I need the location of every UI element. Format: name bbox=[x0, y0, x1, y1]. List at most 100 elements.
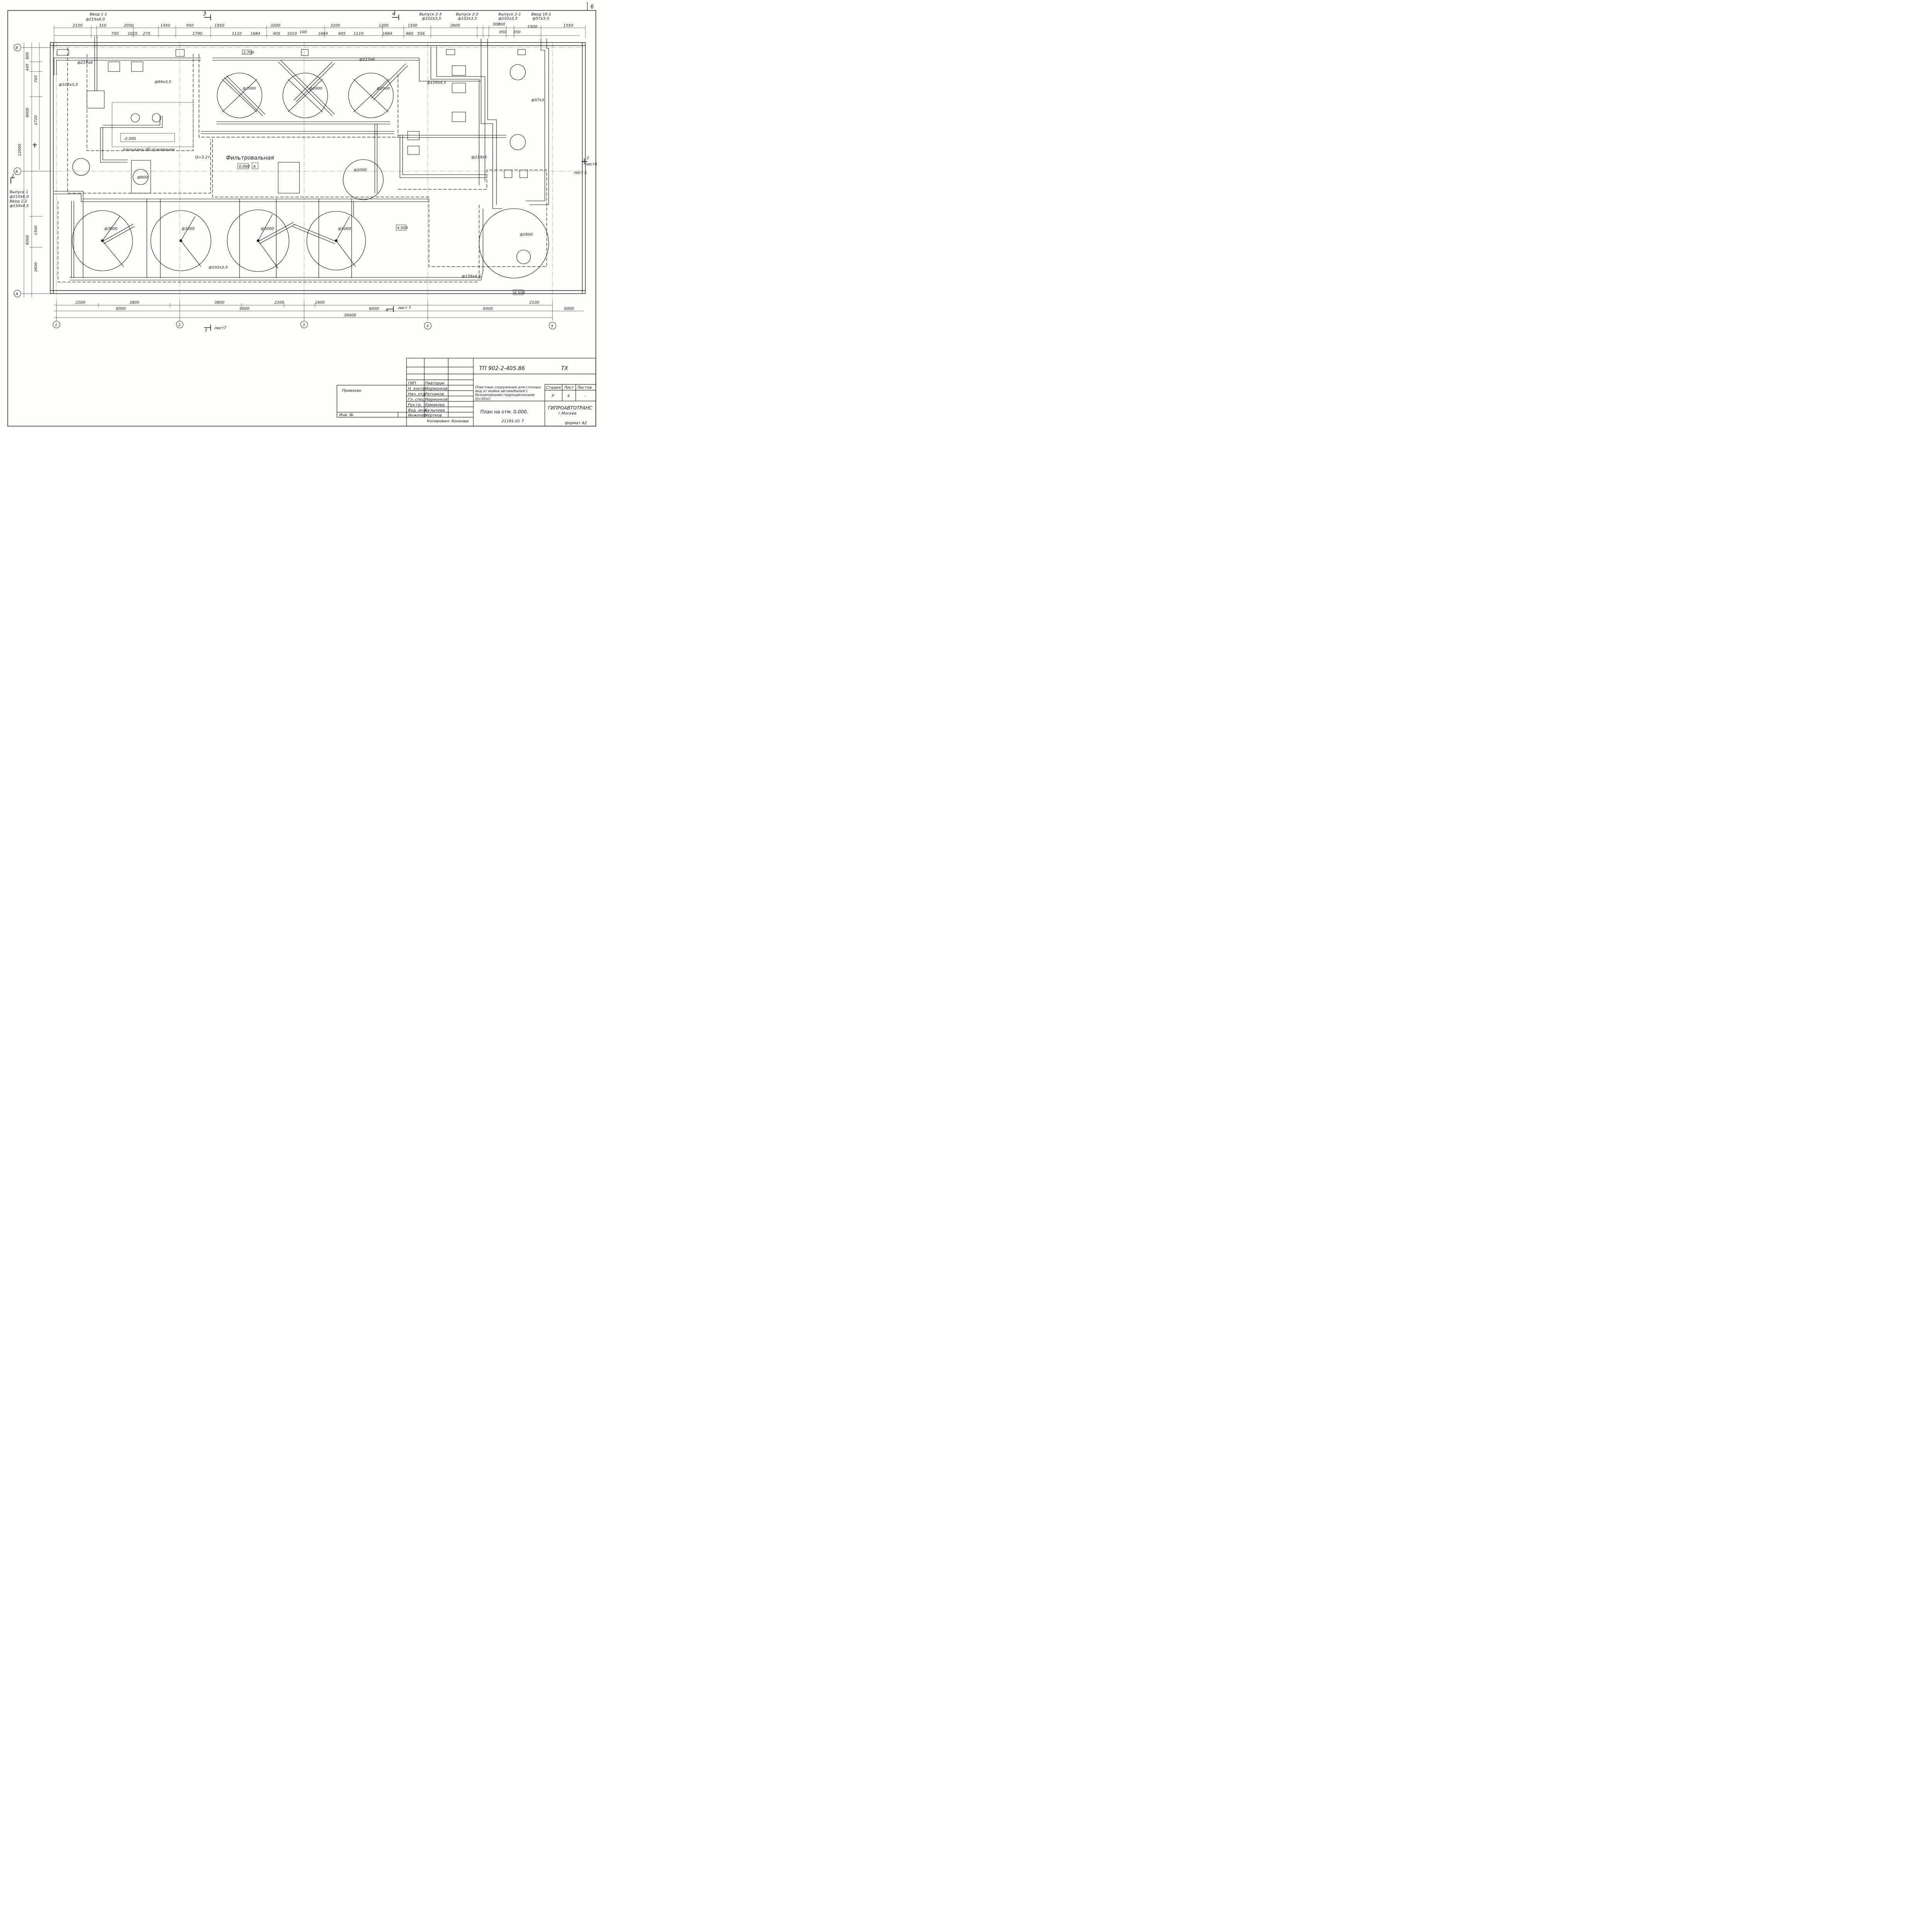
svg-text:1684: 1684 bbox=[383, 32, 392, 36]
room-level: 0.000 bbox=[239, 165, 250, 169]
svg-text:350: 350 bbox=[513, 30, 520, 34]
svg-text:12000: 12000 bbox=[18, 144, 22, 156]
svg-text:2600: 2600 bbox=[450, 24, 460, 28]
svg-text:6000: 6000 bbox=[240, 307, 249, 311]
svg-text:6000: 6000 bbox=[369, 307, 379, 311]
svg-text:ф3000: ф3000 bbox=[261, 227, 274, 231]
level-4500-box-2 bbox=[513, 289, 524, 295]
svg-text:ф2000: ф2000 bbox=[377, 87, 390, 91]
org-name: ГИПРОАВТОТРАНС bbox=[548, 405, 592, 411]
section-marks-top bbox=[204, 15, 399, 20]
svg-text:ф2000: ф2000 bbox=[354, 168, 367, 172]
svg-text:Инженер: Инженер bbox=[408, 413, 427, 418]
svg-text:1110: 1110 bbox=[232, 32, 242, 36]
doc-mark: ТХ bbox=[561, 365, 568, 372]
svg-text:Рук.гр.: Рук.гр. bbox=[408, 403, 422, 407]
svg-text:ф102х3,5: ф102х3,5 bbox=[458, 17, 477, 21]
level-2700: 2.700 bbox=[243, 51, 254, 55]
row-axis-bubbles bbox=[14, 44, 21, 297]
cut-3-bottom: 3 bbox=[205, 328, 207, 333]
svg-text:300: 300 bbox=[498, 22, 505, 27]
axis-lines bbox=[23, 42, 583, 321]
svg-text:Выпуск 1: Выпуск 1 bbox=[10, 190, 28, 194]
project-description: Очистные сооружения для сточных вод от м… bbox=[475, 386, 541, 401]
svg-text:1200: 1200 bbox=[379, 24, 388, 28]
platform-outline bbox=[112, 102, 194, 147]
svg-text:Марионков: Марионков bbox=[425, 387, 447, 391]
svg-text:ГИП: ГИП bbox=[408, 381, 416, 386]
svg-text:3800: 3800 bbox=[129, 301, 139, 305]
svg-text:ф213х6: ф213х6 bbox=[359, 58, 375, 62]
hydrocyclone-labels: ф3000 ф3000 ф3000 ф3000 bbox=[104, 227, 351, 231]
title-block-roles: ГИП Н. контр. Нач. отд. Гл. спец. Рук.гр… bbox=[408, 381, 428, 418]
building-walls bbox=[50, 42, 586, 294]
axis-row-a: А bbox=[15, 292, 18, 296]
svg-text:ф3000: ф3000 bbox=[104, 227, 117, 231]
svg-text:705: 705 bbox=[34, 75, 38, 83]
svg-text:460: 460 bbox=[406, 32, 413, 36]
svg-text:ф57х3: ф57х3 bbox=[531, 98, 544, 102]
svg-text:1450: 1450 bbox=[160, 24, 170, 28]
top-dimension-chains bbox=[54, 25, 586, 50]
stage-header: Стадия bbox=[546, 386, 561, 390]
filter-tank-labels: ф2000 ф2000 ф2000 ф2000 ф2600 ф800 bbox=[137, 87, 533, 237]
svg-text:1500: 1500 bbox=[408, 24, 417, 28]
svg-text:ф89х3,5: ф89х3,5 bbox=[155, 80, 171, 84]
svg-text:ф219х6: ф219х6 bbox=[77, 61, 93, 65]
doc-code: ТП 902-2-405.86 bbox=[479, 365, 525, 372]
svg-text:Выпуск 2-1: Выпуск 2-1 bbox=[498, 12, 521, 17]
svg-text:1500: 1500 bbox=[527, 25, 537, 29]
org-city: г.Москва bbox=[558, 411, 577, 416]
room-name: Фильтровальная bbox=[226, 155, 274, 161]
svg-text:100: 100 bbox=[299, 30, 307, 34]
copied-by: Копировал: Конкова bbox=[427, 419, 469, 423]
svg-text:1950: 1950 bbox=[214, 24, 224, 28]
svg-text:ф57х3.0: ф57х3.0 bbox=[532, 17, 549, 21]
inv-label: Инв. № bbox=[339, 413, 354, 417]
pipe-labels: ф219х6 ф102х3,5 ф89х3,5 ф213х6 ф159х4,5 … bbox=[59, 58, 544, 279]
svg-text:ф3000: ф3000 bbox=[182, 227, 195, 231]
bottom-dimension-labels: 2200 3800 3800 2200 1600 2100 6000 6000 … bbox=[75, 301, 574, 318]
svg-text:2600: 2600 bbox=[34, 262, 38, 272]
filter-tanks bbox=[72, 64, 549, 279]
section-marks-side bbox=[10, 143, 587, 331]
svg-text:6000: 6000 bbox=[116, 307, 126, 311]
pipe-network bbox=[54, 37, 549, 280]
svg-text:300: 300 bbox=[493, 22, 500, 27]
title-block-grid bbox=[337, 358, 596, 427]
platform-label: площадка обслуживания bbox=[123, 147, 175, 152]
room-mark-box bbox=[252, 162, 259, 169]
svg-text:1684: 1684 bbox=[250, 32, 260, 36]
sheet-7-ref-a: лист7 bbox=[214, 326, 226, 330]
sheet-6-ref: лист6 bbox=[585, 162, 597, 167]
svg-text:ф159х4,5: ф159х4,5 bbox=[427, 81, 446, 85]
tied-label: Привязан bbox=[342, 389, 362, 393]
svg-text:Ввод 1-2: Ввод 1-2 bbox=[10, 199, 27, 204]
svg-text:Выпуск 2-2: Выпуск 2-2 bbox=[456, 12, 478, 17]
axis-row-v: В bbox=[15, 46, 18, 50]
cut-2-right: 2 bbox=[587, 156, 589, 160]
svg-text:Булычева: Булычева bbox=[425, 408, 445, 413]
svg-text:1684: 1684 bbox=[318, 32, 328, 36]
level-4500: 4.500 bbox=[397, 226, 408, 230]
svg-text:ф219х6: ф219х6 bbox=[471, 155, 487, 160]
svg-text:1550: 1550 bbox=[563, 24, 573, 28]
level-4500-box bbox=[396, 224, 406, 231]
svg-text:ф159х4,5: ф159х4,5 bbox=[462, 274, 481, 279]
svg-text:ф2000: ф2000 bbox=[309, 87, 322, 91]
svg-text:2150: 2150 bbox=[73, 24, 82, 28]
sheet-title: План на отм. 0.000. bbox=[480, 409, 528, 415]
svg-text:Чертков: Чертков bbox=[425, 413, 442, 418]
level-4500-b: 4.500 bbox=[514, 291, 525, 295]
svg-text:1790: 1790 bbox=[192, 32, 202, 36]
inlet-labels-left: Выпуск 1 ф219х6,0 Ввод 1-2 ф159х4,5 bbox=[10, 190, 29, 208]
svg-text:405: 405 bbox=[273, 32, 280, 36]
svg-text:950: 950 bbox=[499, 30, 507, 34]
svg-text:310: 310 bbox=[99, 24, 106, 28]
axis-col-3: 3 bbox=[303, 323, 305, 327]
svg-text:ф102х3,5: ф102х3,5 bbox=[209, 265, 228, 270]
svg-text:275: 275 bbox=[143, 32, 150, 36]
svg-text:Ввод 10-1: Ввод 10-1 bbox=[531, 12, 551, 17]
svg-text:1110: 1110 bbox=[354, 32, 363, 36]
svg-text:6000: 6000 bbox=[26, 235, 30, 245]
